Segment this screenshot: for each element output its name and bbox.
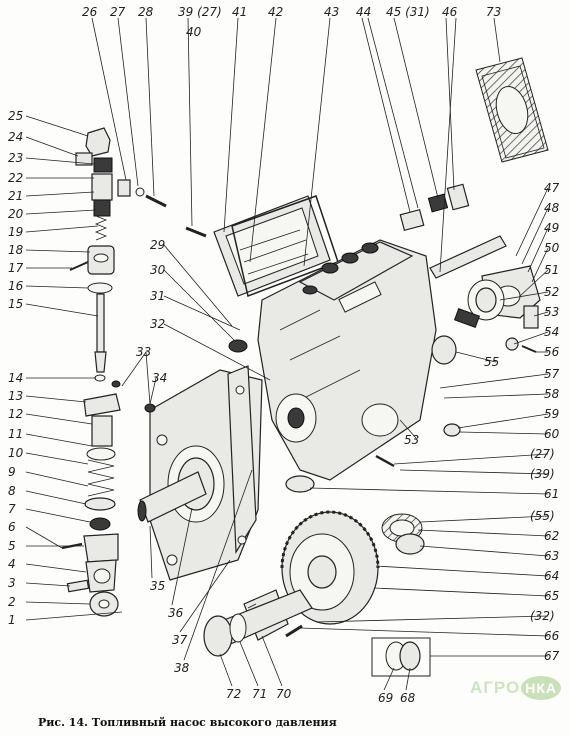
gasket-73 <box>475 57 549 163</box>
callout-71: 71 <box>252 687 267 701</box>
callout-8: 8 <box>8 484 16 498</box>
callout-49: 49 <box>544 221 559 235</box>
callout-35: 35 <box>150 579 165 593</box>
callout-1: 1 <box>8 613 16 627</box>
callout-39-27: 39 (27) <box>178 5 222 19</box>
callout-53-lower: 53 <box>404 433 419 447</box>
callout-52: 52 <box>544 285 559 299</box>
callout-40: 40 <box>186 25 202 39</box>
callout-72: 72 <box>226 687 241 701</box>
callout-46: 46 <box>442 5 458 19</box>
callout-2: 2 <box>8 595 16 609</box>
callout-28: 28 <box>138 5 154 19</box>
callout-23: 23 <box>8 151 23 165</box>
callout-30: 30 <box>150 263 166 277</box>
callout-36: 36 <box>168 606 184 620</box>
callout-25: 25 <box>8 109 23 123</box>
drive-coupling-62-72 <box>203 510 431 677</box>
leader-lines <box>25 17 549 691</box>
callout-67: 67 <box>544 649 560 663</box>
callout-labels: 26 27 28 39 (27) 40 41 42 43 44 45 (31) … <box>8 5 560 705</box>
callout-62: 62 <box>544 529 559 543</box>
callout-68: 68 <box>400 691 416 705</box>
callout-63: 63 <box>544 549 559 563</box>
callout-43: 43 <box>324 5 339 19</box>
callout-51: 51 <box>544 263 559 277</box>
callout-15: 15 <box>8 297 23 311</box>
callout-5: 5 <box>8 539 16 553</box>
callout-70: 70 <box>276 687 292 701</box>
callout-6: 6 <box>8 520 16 534</box>
callout-64: 64 <box>544 569 559 583</box>
callout-13: 13 <box>8 389 23 403</box>
top-cover-41-42 <box>185 195 339 298</box>
callout-12: 12 <box>8 407 23 421</box>
callout-54: 54 <box>544 325 559 339</box>
callout-50: 50 <box>544 241 560 255</box>
callout-32: 32 <box>150 317 165 331</box>
callout-73: 73 <box>486 5 501 19</box>
callout-45-31: 45 (31) <box>386 5 430 19</box>
callout-34: 34 <box>152 371 167 385</box>
callout-31: 31 <box>150 289 165 303</box>
watermark-left-text: АГРО <box>470 678 521 697</box>
callout-22: 22 <box>8 171 23 185</box>
callout-7: 7 <box>8 502 16 516</box>
callout-33: 33 <box>136 345 151 359</box>
callout-27: 27 <box>110 5 126 19</box>
callout-48: 48 <box>544 201 560 215</box>
pump-housing <box>228 239 461 493</box>
callout-41: 41 <box>232 5 247 19</box>
callout-29: 29 <box>150 238 165 252</box>
callout-53: 53 <box>544 305 559 319</box>
callout-37: 37 <box>172 633 188 647</box>
callout-61: 61 <box>544 487 559 501</box>
callout-44: 44 <box>356 5 371 19</box>
figure-caption: Рис. 14. Топливный насос высокого давлен… <box>38 716 337 729</box>
callout-55-ref: (55) <box>530 509 555 523</box>
callout-20: 20 <box>8 207 24 221</box>
callout-59: 59 <box>544 407 559 421</box>
callout-4: 4 <box>8 557 16 571</box>
callout-47: 47 <box>544 181 560 195</box>
callout-26: 26 <box>82 5 98 19</box>
callout-56: 56 <box>544 345 560 359</box>
callout-16: 16 <box>8 279 24 293</box>
callout-32-ref: (32) <box>530 609 555 623</box>
callout-24: 24 <box>8 130 23 144</box>
watermark-badge-text: НКА <box>521 676 562 700</box>
callout-60: 60 <box>544 427 560 441</box>
callout-17: 17 <box>8 261 24 275</box>
right-side-parts-47-56 <box>453 265 541 353</box>
callout-18: 18 <box>8 243 24 257</box>
callout-3: 3 <box>8 576 16 590</box>
callout-9: 9 <box>8 465 16 479</box>
callout-14: 14 <box>8 371 23 385</box>
callout-58: 58 <box>544 387 560 401</box>
callout-19: 19 <box>8 225 23 239</box>
callout-57: 57 <box>544 367 560 381</box>
callout-21: 21 <box>8 189 23 203</box>
callout-38: 38 <box>174 661 190 675</box>
callout-39-ref: (39) <box>530 467 555 481</box>
plunger-stack-left <box>61 127 121 617</box>
callout-42: 42 <box>268 5 283 19</box>
fittings-44-46 <box>399 183 507 279</box>
callout-10: 10 <box>8 446 24 460</box>
callout-55: 55 <box>484 355 499 369</box>
callout-11: 11 <box>8 427 23 441</box>
callout-27-ref: (27) <box>530 447 555 461</box>
drive-flange-35-38 <box>111 365 263 581</box>
bolt-27-28 <box>117 179 167 208</box>
callout-69: 69 <box>378 691 393 705</box>
callout-66: 66 <box>544 629 560 643</box>
callout-65: 65 <box>544 589 559 603</box>
